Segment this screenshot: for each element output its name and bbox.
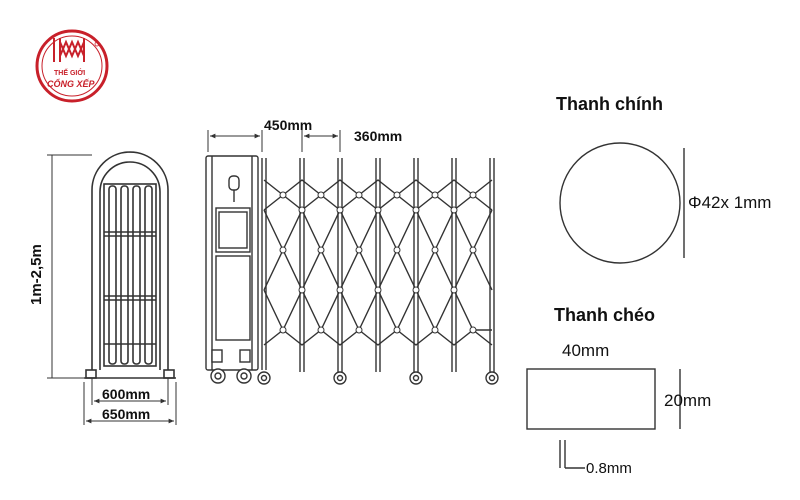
gate-wheels (210, 349, 499, 385)
gate-side-view (84, 151, 176, 379)
cross-bar-width-label: 40mm (562, 341, 610, 360)
base-outer-label: 650mm (102, 406, 151, 422)
logo-line1: THẾ GIỚI (54, 70, 86, 77)
gate-front-view (205, 155, 495, 372)
base-dimension-lines (83, 378, 177, 425)
cross-bar-title: Thanh chéo (554, 305, 656, 325)
height-range-label: 1m-2,5m (28, 244, 45, 305)
brand-logo (35, 29, 109, 103)
logo-line2: CỔNG XẾP (47, 79, 95, 89)
top-spacing-label-1: 450mm (264, 117, 313, 133)
base-inner-label: 600mm (102, 386, 151, 402)
spacing-dimension-lines (207, 130, 341, 152)
top-spacing-label-2: 360mm (354, 128, 403, 144)
logo-gate-icon (53, 38, 85, 62)
cross-bar-thickness-label: 0.8mm (586, 460, 632, 477)
main-bar-spec: Φ42x 1mm (688, 193, 772, 212)
cross-bar-height-label: 20mm (664, 391, 712, 410)
main-bar-cross-section (559, 142, 685, 264)
main-bar-title: Thanh chính (556, 94, 663, 114)
cross-bar-cross-section (526, 368, 681, 469)
height-dimension-line (47, 154, 92, 379)
